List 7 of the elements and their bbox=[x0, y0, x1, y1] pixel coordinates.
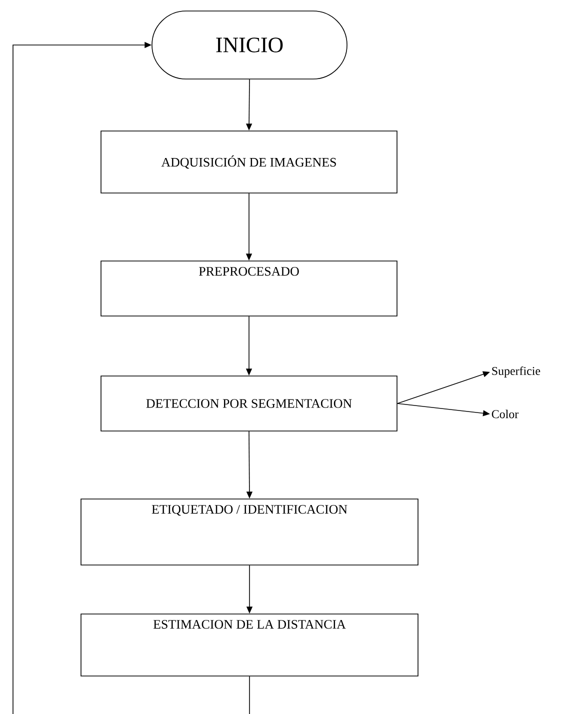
process-box: ETIQUETADO / IDENTIFICACION bbox=[80, 498, 418, 566]
process-box: ESTIMACION DE LA DISTANCIA bbox=[80, 614, 418, 676]
output-label: Superficie bbox=[492, 366, 540, 378]
process-box: ADQUISICIÓN DE IMAGENES bbox=[100, 130, 398, 194]
output-label: Color bbox=[492, 410, 519, 418]
process-box: PREPROCESADO bbox=[100, 260, 398, 316]
process-box: DETECCION POR SEGMENTACION bbox=[100, 376, 398, 432]
